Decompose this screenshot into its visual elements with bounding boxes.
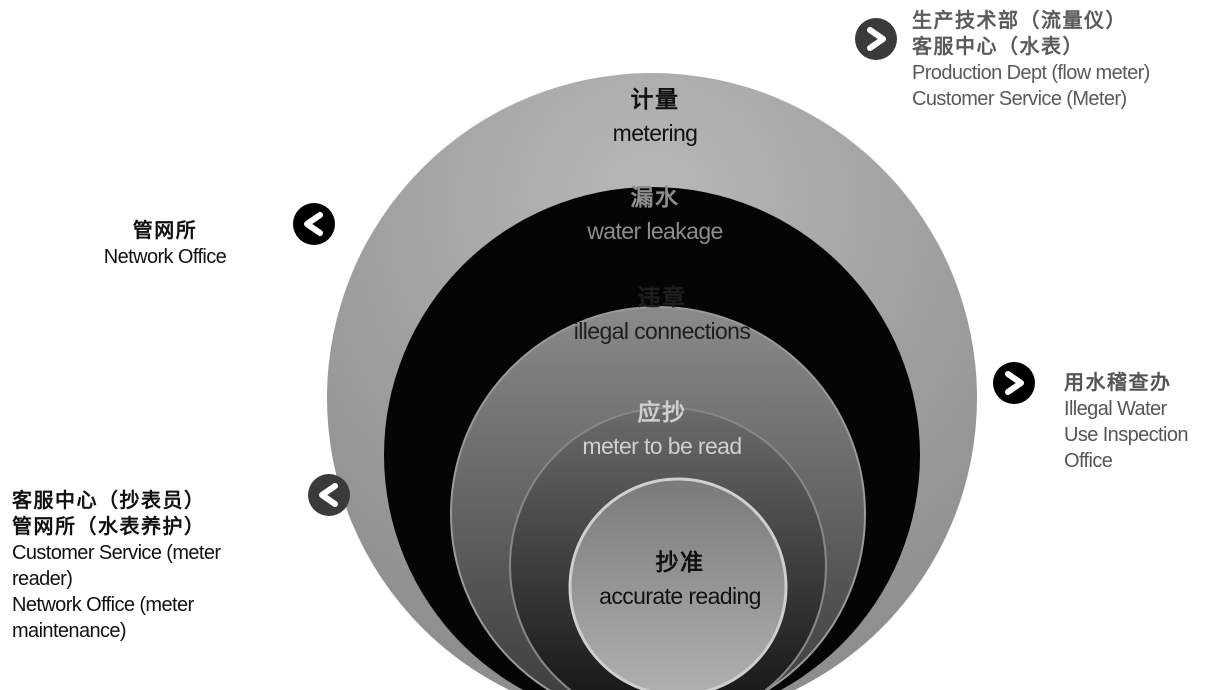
ring-accurate-reading [568,477,788,690]
label-line: 客服中心（水表） [912,36,1084,58]
ring-label-en: metering [612,120,698,146]
ring-label-zh: 应抄 [637,399,687,425]
label-customer-service: 客服中心（抄表员） 管网所（水表养护） Customer Service (me… [12,488,297,644]
label-line: 管网所（水表养护） [12,516,206,538]
chevron-left-icon [308,474,350,516]
ring-label-zh: 漏水 [630,184,680,210]
chevron-left-icon [293,203,335,245]
label-line: reader) [12,568,73,590]
ring-label-en: meter to be read [582,433,742,459]
label-line: Use Inspection [1064,424,1189,446]
chevron-right-icon [993,362,1035,404]
ring-label-zh: 计量 [630,86,680,112]
ring-label-metering: 计量 metering [555,82,755,150]
label-line: 客服中心（抄表员） [12,490,206,512]
label-line: Network Office [103,246,227,268]
chevron-right-icon [855,18,897,60]
label-line: Network Office (meter [12,594,194,616]
label-line: Illegal Water [1064,398,1167,420]
label-line: Office [1064,450,1113,472]
label-line: Production Dept (flow meter) [912,62,1150,84]
ring-label-en: water leakage [587,218,723,244]
label-network-office: 管网所 Network Office [70,218,260,270]
label-line: 用水稽查办 [1064,372,1172,394]
label-line: Customer Service (Meter) [912,88,1127,110]
ring-label-en: illegal connections [573,318,751,344]
ring-label-meter-to-be-read: 应抄 meter to be read [552,395,772,463]
label-inspection-office: 用水稽查办 Illegal Water Use Inspection Offic… [1064,370,1219,474]
ring-label-accurate-reading: 抄准 accurate reading [570,545,790,613]
label-line: 生产技术部（流量仪） [912,10,1127,32]
ring-label-zh: 抄准 [655,549,705,575]
ring-label-illegal-connections: 违章 illegal connections [532,280,792,348]
label-line: Customer Service (meter [12,542,221,564]
label-line: maintenance) [12,620,127,642]
ring-label-en: accurate reading [599,583,761,609]
label-line: 管网所 [132,220,198,242]
ring-label-water-leakage: 漏水 water leakage [545,180,765,248]
label-production-dept: 生产技术部（流量仪） 客服中心（水表） Production Dept (flo… [912,8,1217,112]
ring-label-zh: 违章 [637,284,687,310]
